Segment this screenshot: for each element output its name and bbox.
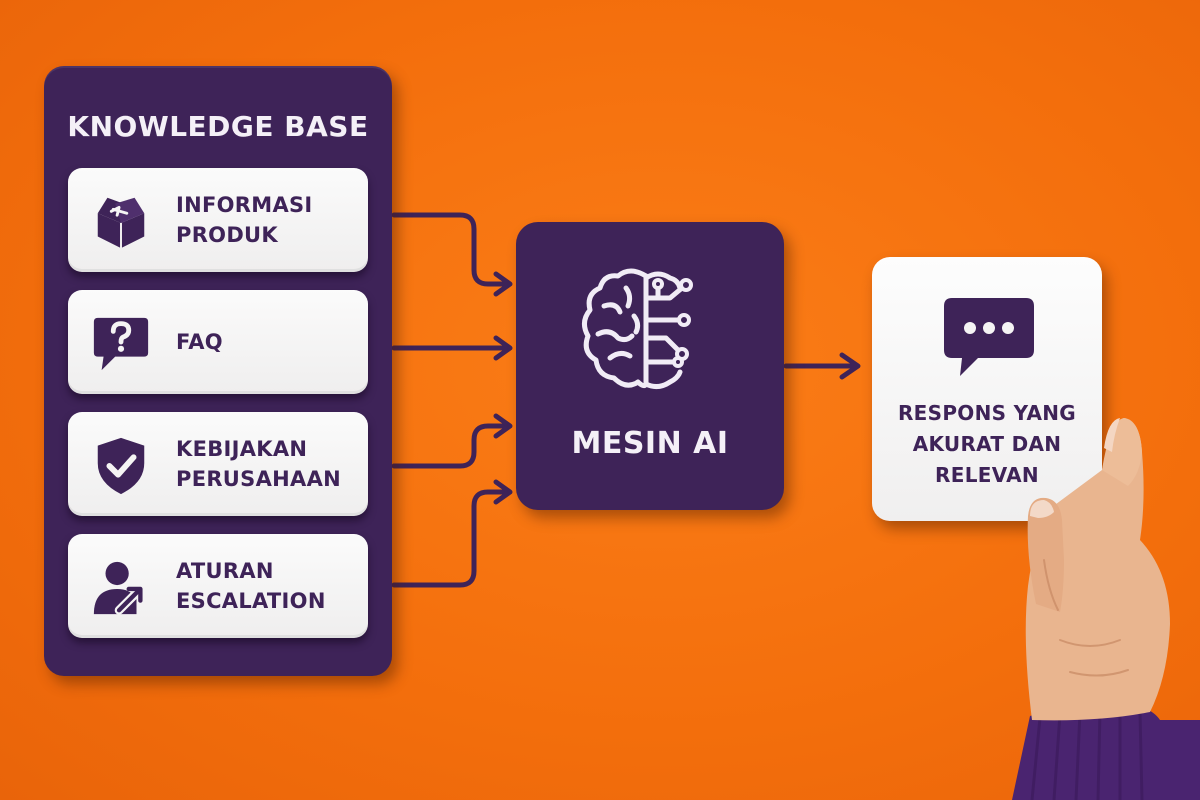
question-bubble-icon (93, 317, 149, 371)
open-box-icon (97, 197, 145, 249)
kb-card-product-info: INFORMASI PRODUK (68, 168, 368, 272)
kb-card-label: KEBIJAKAN PERUSAHAAN (176, 437, 341, 491)
knowledge-base-title: KNOWLEDGE BASE (67, 110, 369, 143)
ai-engine-label: MESIN AI (571, 426, 729, 461)
arrow-product-head (493, 271, 513, 297)
thumb (1027, 497, 1064, 612)
chat-bubble-icon (944, 298, 1034, 376)
arrow-faq-head (493, 335, 513, 361)
arrow-policy-head (493, 413, 513, 439)
kb-card-label: INFORMASI PRODUK (176, 193, 313, 247)
kb-card-label: FAQ (176, 330, 223, 354)
kb-card-label: ATURAN ESCALATION (176, 559, 326, 613)
shield-check-icon (97, 437, 145, 495)
arrow-escalation-head (493, 479, 513, 505)
kb-card-company-policy: KEBIJAKAN PERUSAHAAN (68, 412, 368, 516)
palm (1025, 418, 1170, 721)
arrow-escalation-to-engine (391, 489, 511, 588)
output-label: RESPONS YANG AKURAT DAN RELEVAN (897, 401, 1077, 487)
kb-card-faq: FAQ (68, 290, 368, 394)
arrow-output-head (839, 352, 861, 380)
ai-engine-box (516, 222, 784, 510)
arrow-policy-to-engine (391, 423, 511, 469)
user-arrow-icon (93, 561, 143, 615)
ai-brain-icon (582, 268, 693, 390)
arrow-product-to-engine (391, 212, 511, 287)
kb-card-escalation-rules: ATURAN ESCALATION (68, 534, 368, 638)
